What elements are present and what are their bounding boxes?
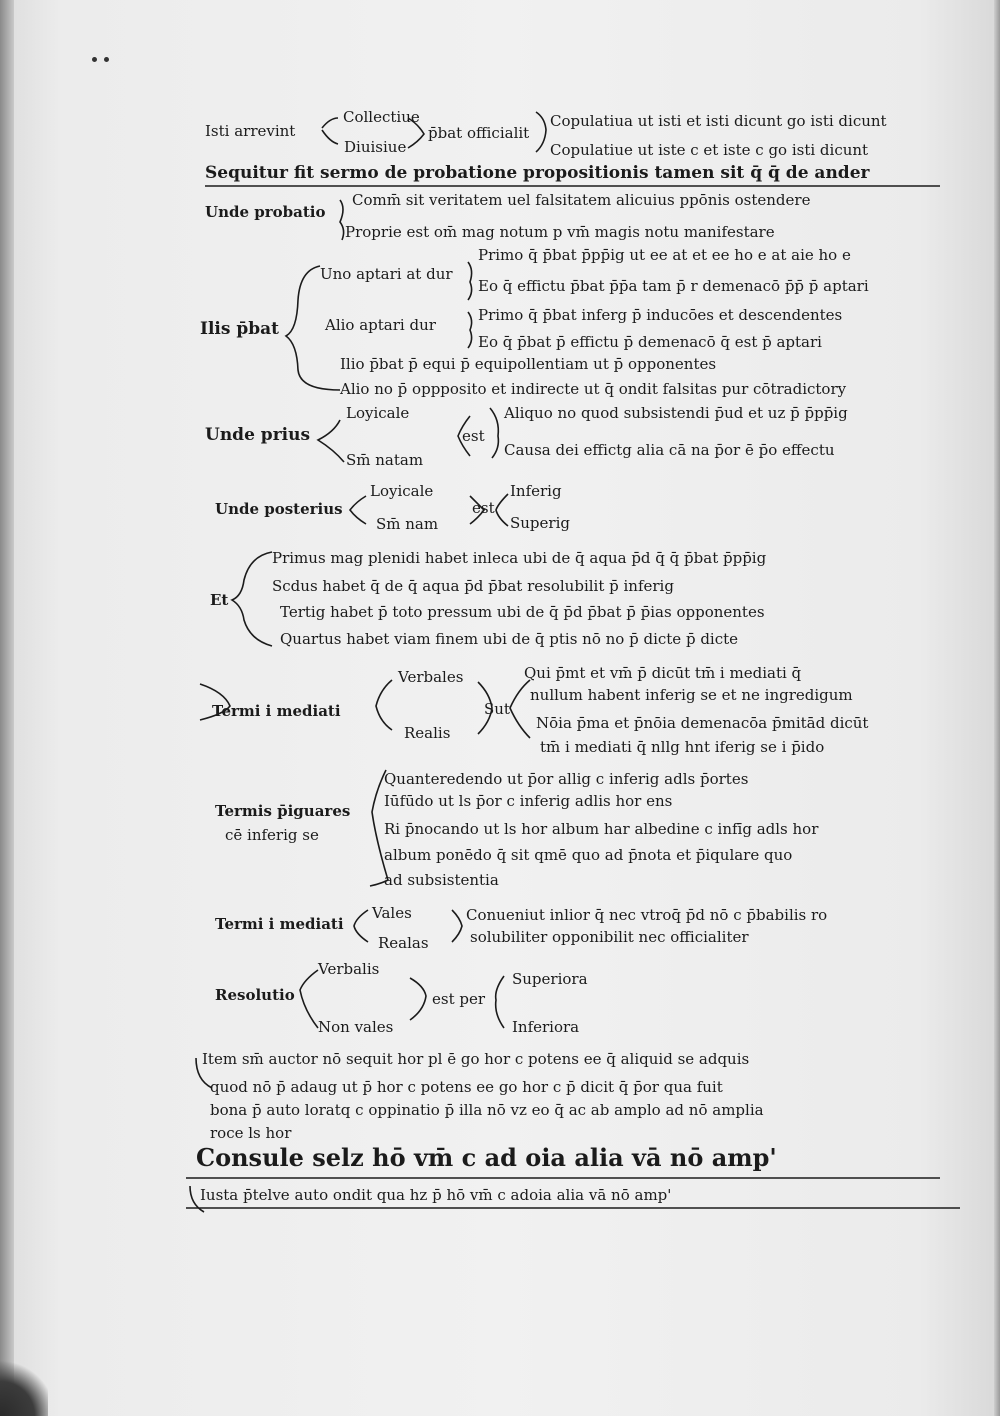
- bracket-prius: [316, 419, 345, 463]
- ms-line: Collectiue: [343, 108, 420, 126]
- bracket-arrevint: [321, 117, 339, 145]
- ms-line: Superig: [510, 514, 570, 532]
- ms-line: Termis p̄iguares: [215, 802, 351, 820]
- ms-line: Primo q̄ p̄bat p̄pp̄ig ut ee at et ee ho…: [478, 246, 851, 264]
- ms-line: Primo q̄ p̄bat inferg p̄ inducōes et des…: [478, 306, 843, 324]
- ms-line: Eo q̄ effictu p̄bat p̄p̄a tam p̄ r demen…: [478, 277, 869, 295]
- ms-line: Iūfūdo ut ls p̄or c inferig adlis hor en…: [384, 792, 673, 810]
- ms-line: Verbalis: [318, 960, 380, 978]
- ms-line: Realas: [378, 934, 429, 952]
- bracket-posterius: [348, 495, 367, 525]
- ms-line: Iusta p̄telve auto ondit qua hz p̄ hō vm…: [200, 1186, 672, 1204]
- ms-line: nullum habent inferig se et ne ingredigu…: [530, 686, 853, 704]
- ms-line: Comm̄ sit veritatem uel falsitatem alicu…: [352, 191, 811, 209]
- ms-line: Vales: [372, 904, 412, 922]
- ms-line: album ponēdo q̄ sit qmē quo ad p̄nota et…: [384, 846, 793, 864]
- ms-line: Diuisiue: [344, 138, 407, 156]
- ms-line: Eo q̄ p̄bat p̄ effictu p̄ demenacō q̄ es…: [478, 333, 822, 351]
- ms-line: est: [462, 427, 485, 445]
- ms-line: Unde posterius: [215, 500, 343, 518]
- ms-line: Aliquo no quod subsistendi p̄ud et uz p̄…: [504, 404, 848, 422]
- ms-line: tm̄ i mediati q̄ nllg hnt iferig se i p̄…: [540, 738, 825, 756]
- ms-line: Proprie est om̄ mag notum p vm̄ magis no…: [345, 223, 775, 241]
- ms-line: Realis: [404, 724, 451, 742]
- ms-line: Superiora: [512, 970, 588, 988]
- ms-line: est: [472, 499, 495, 517]
- ms-line: Unde probatio: [205, 203, 326, 221]
- ms-line: Loyicale: [346, 404, 410, 422]
- ms-line: Ri p̄nocando ut ls hor album har albedin…: [384, 820, 819, 838]
- ms-line: Quanteredendo ut p̄or allig c inferig ad…: [384, 770, 749, 788]
- ms-line: p̄bat officialit: [428, 124, 530, 142]
- ms-line: Alio no p̄ oppposito et indirecte ut q̄ …: [340, 380, 847, 398]
- ms-line: Alio aptari dur: [325, 316, 436, 334]
- ms-line: roce ls hor: [210, 1124, 292, 1142]
- ms-line: Nōia p̄ma et p̄nōia demenacōa p̄mitād di…: [536, 714, 869, 732]
- corner-stain: [0, 1356, 48, 1416]
- bracket-alio: [467, 311, 473, 349]
- ms-line: Quartus habet viam finem ubi de q̄ ptis …: [280, 630, 739, 648]
- page-spine-shadow: [0, 0, 14, 1416]
- ms-line: quod nō p̄ adaug ut p̄ hor c potens ee g…: [210, 1078, 723, 1096]
- ms-line: Isti arrevint: [205, 122, 296, 140]
- ms-line: ad subsistentia: [384, 871, 499, 889]
- bracket-et: [230, 551, 273, 647]
- ms-heading-large: Consule selz hō vm̄ c ad oia alia vā nō …: [196, 1143, 777, 1172]
- ms-heading: Sequitur fit sermo de probatione proposi…: [205, 163, 870, 183]
- ms-line: Ilis p̄bat: [200, 319, 279, 339]
- ms-line: Termi i mediati: [215, 915, 344, 933]
- bracket-est4: [495, 493, 509, 527]
- bracket-vales: [451, 909, 463, 943]
- bracket-estper1: [409, 977, 427, 1021]
- ms-line: Causa dei effictg alia cā na p̄or ē p̄o …: [504, 441, 835, 459]
- ms-line: Uno aptari at dur: [320, 265, 453, 283]
- ms-line: Resolutio: [215, 986, 295, 1004]
- ms-line: Item sm̄ auctor nō sequit hor pl ē go ho…: [202, 1050, 750, 1068]
- ms-line: cē inferig se: [225, 826, 319, 844]
- margin-mark-dot: [92, 57, 97, 62]
- ms-line: Sm̄ natam: [346, 451, 424, 469]
- ms-line: Inferiora: [512, 1018, 580, 1036]
- ms-line: bona p̄ auto loratq c oppinatio p̄ illa …: [210, 1101, 764, 1119]
- ms-line: Inferig: [510, 482, 562, 500]
- ms-line: Verbales: [398, 668, 464, 686]
- page-edge-shadow: [994, 0, 1000, 1416]
- ms-line: Qui p̄mt et vm̄ p̄ dicūt tm̄ i mediati q…: [524, 664, 802, 682]
- ms-line: Termi i mediati: [212, 702, 341, 720]
- ms-line: solubiliter opponibilit nec officialiter: [470, 928, 749, 946]
- ms-line: Loyicale: [370, 482, 434, 500]
- bracket-est2: [489, 407, 500, 459]
- bracket-qui: [509, 679, 531, 739]
- bracket-termi2: [353, 909, 369, 943]
- bracket-uno: [467, 261, 473, 301]
- ms-line: est per: [432, 990, 486, 1008]
- ms-line: Conueniut inlior q̄ nec vtroq̄ p̄d nō c …: [466, 906, 828, 924]
- ms-line: Sm̄ nam: [376, 515, 439, 533]
- ms-line: Unde prius: [205, 425, 311, 445]
- margin-mark-dot: [104, 57, 109, 62]
- ms-line: Et: [210, 591, 229, 609]
- bracket-verbales: [375, 679, 393, 731]
- bracket-pbat: [535, 111, 547, 153]
- bracket-resolutio: [299, 969, 319, 1029]
- ms-line: Copulatiua ut isti et isti dicunt go ist…: [550, 112, 887, 130]
- ms-line: Scdus habet q̄ de q̄ aqua p̄d p̄bat reso…: [272, 577, 674, 595]
- ms-line: Primus mag plenidi habet inleca ubi de q…: [272, 549, 767, 567]
- ms-line: Sut: [484, 700, 510, 718]
- bracket-probatio: [339, 199, 345, 241]
- ms-line: Non vales: [318, 1018, 394, 1036]
- bracket-estper2: [494, 975, 505, 1029]
- ms-line: Ilio p̄bat p̄ equi p̄ equipollentiam ut …: [340, 355, 717, 373]
- ms-line: Copulatiue ut iste c et iste c go isti d…: [550, 141, 869, 159]
- ms-line: Tertig habet p̄ toto pressum ubi de q̄ p…: [280, 603, 765, 621]
